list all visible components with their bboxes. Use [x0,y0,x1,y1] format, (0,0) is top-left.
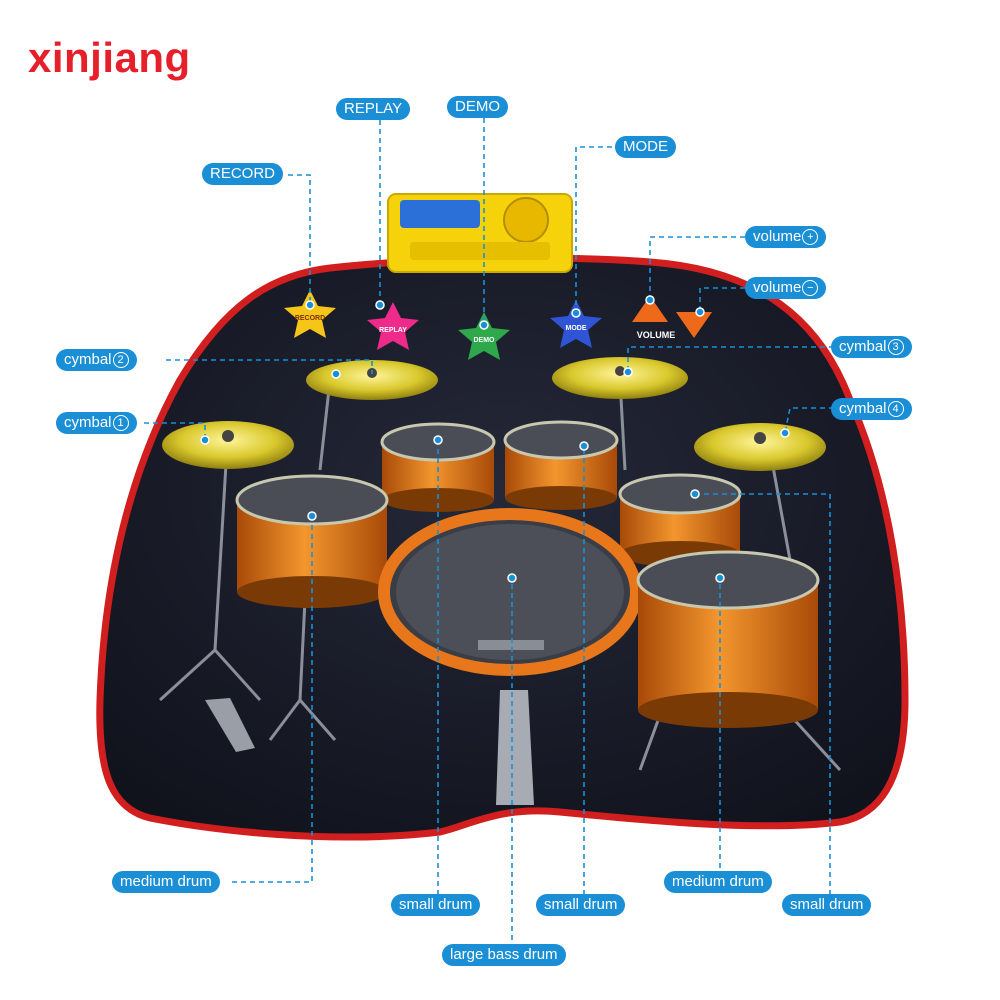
large-bass-drum [378,508,642,676]
brand-title: xinjiang [28,34,191,81]
cymbal-1 [162,421,294,469]
cymbal-2-text: cymbal [64,351,112,368]
medium-drum-right-tag: medium drum [664,871,772,893]
volume-up-triangle [632,296,668,322]
record-tag: RECORD [202,163,284,185]
hihat-pedal [205,698,255,752]
record-star-button: RECORD [284,290,336,338]
volume-minus-text: volume [753,279,802,296]
small-drum-c [618,473,742,567]
cymbal-4 [694,423,826,471]
demo-star-button: DEMO [458,312,510,360]
leader-lines [144,118,834,940]
volume-plus-text: volume [753,228,802,245]
mode-star-button: MODE [550,300,602,348]
small-drum-b [503,420,619,510]
demo-star-label: DEMO [474,337,496,344]
replay-tag: REPLAY [336,98,411,120]
mode-star-label: MODE [566,325,587,332]
plus-icon: + [802,229,819,245]
medium-drum-left-tag: medium drum [112,871,220,893]
replay-star-label: REPLAY [379,327,407,334]
cymbal-4-text: cymbal [839,400,887,417]
control-box [387,193,573,273]
cymbal-3-number: 3 [887,339,904,355]
volume-plus-tag: volume+ [745,226,827,248]
volume-down-triangle [676,312,712,338]
volume-mat-label: VOLUME [637,330,676,340]
mode-tag: MODE [615,136,676,158]
cymbal-2 [306,360,438,400]
minus-icon: − [802,280,819,296]
record-star-label: RECORD [295,315,325,322]
bass-pedal [478,640,544,805]
medium-drum-right [636,550,820,728]
small-drum-c-tag: small drum [782,894,872,916]
large-bass-drum-tag: large bass drum [442,944,566,966]
cymbal-3-text: cymbal [839,338,887,355]
small-drum-a-tag: small drum [391,894,481,916]
cymbal-1-number: 1 [112,415,129,431]
demo-tag: DEMO [447,96,508,118]
drum-stands [158,379,842,772]
cymbal-3 [552,357,688,399]
volume-minus-tag: volume− [745,277,827,299]
replay-star-button: REPLAY [367,302,419,350]
small-drum-b-tag: small drum [536,894,626,916]
cymbal-1-text: cymbal [64,414,112,431]
cymbal-4-number: 4 [887,401,904,417]
cymbal-2-number: 2 [112,352,129,368]
anchor-dots [200,295,790,583]
